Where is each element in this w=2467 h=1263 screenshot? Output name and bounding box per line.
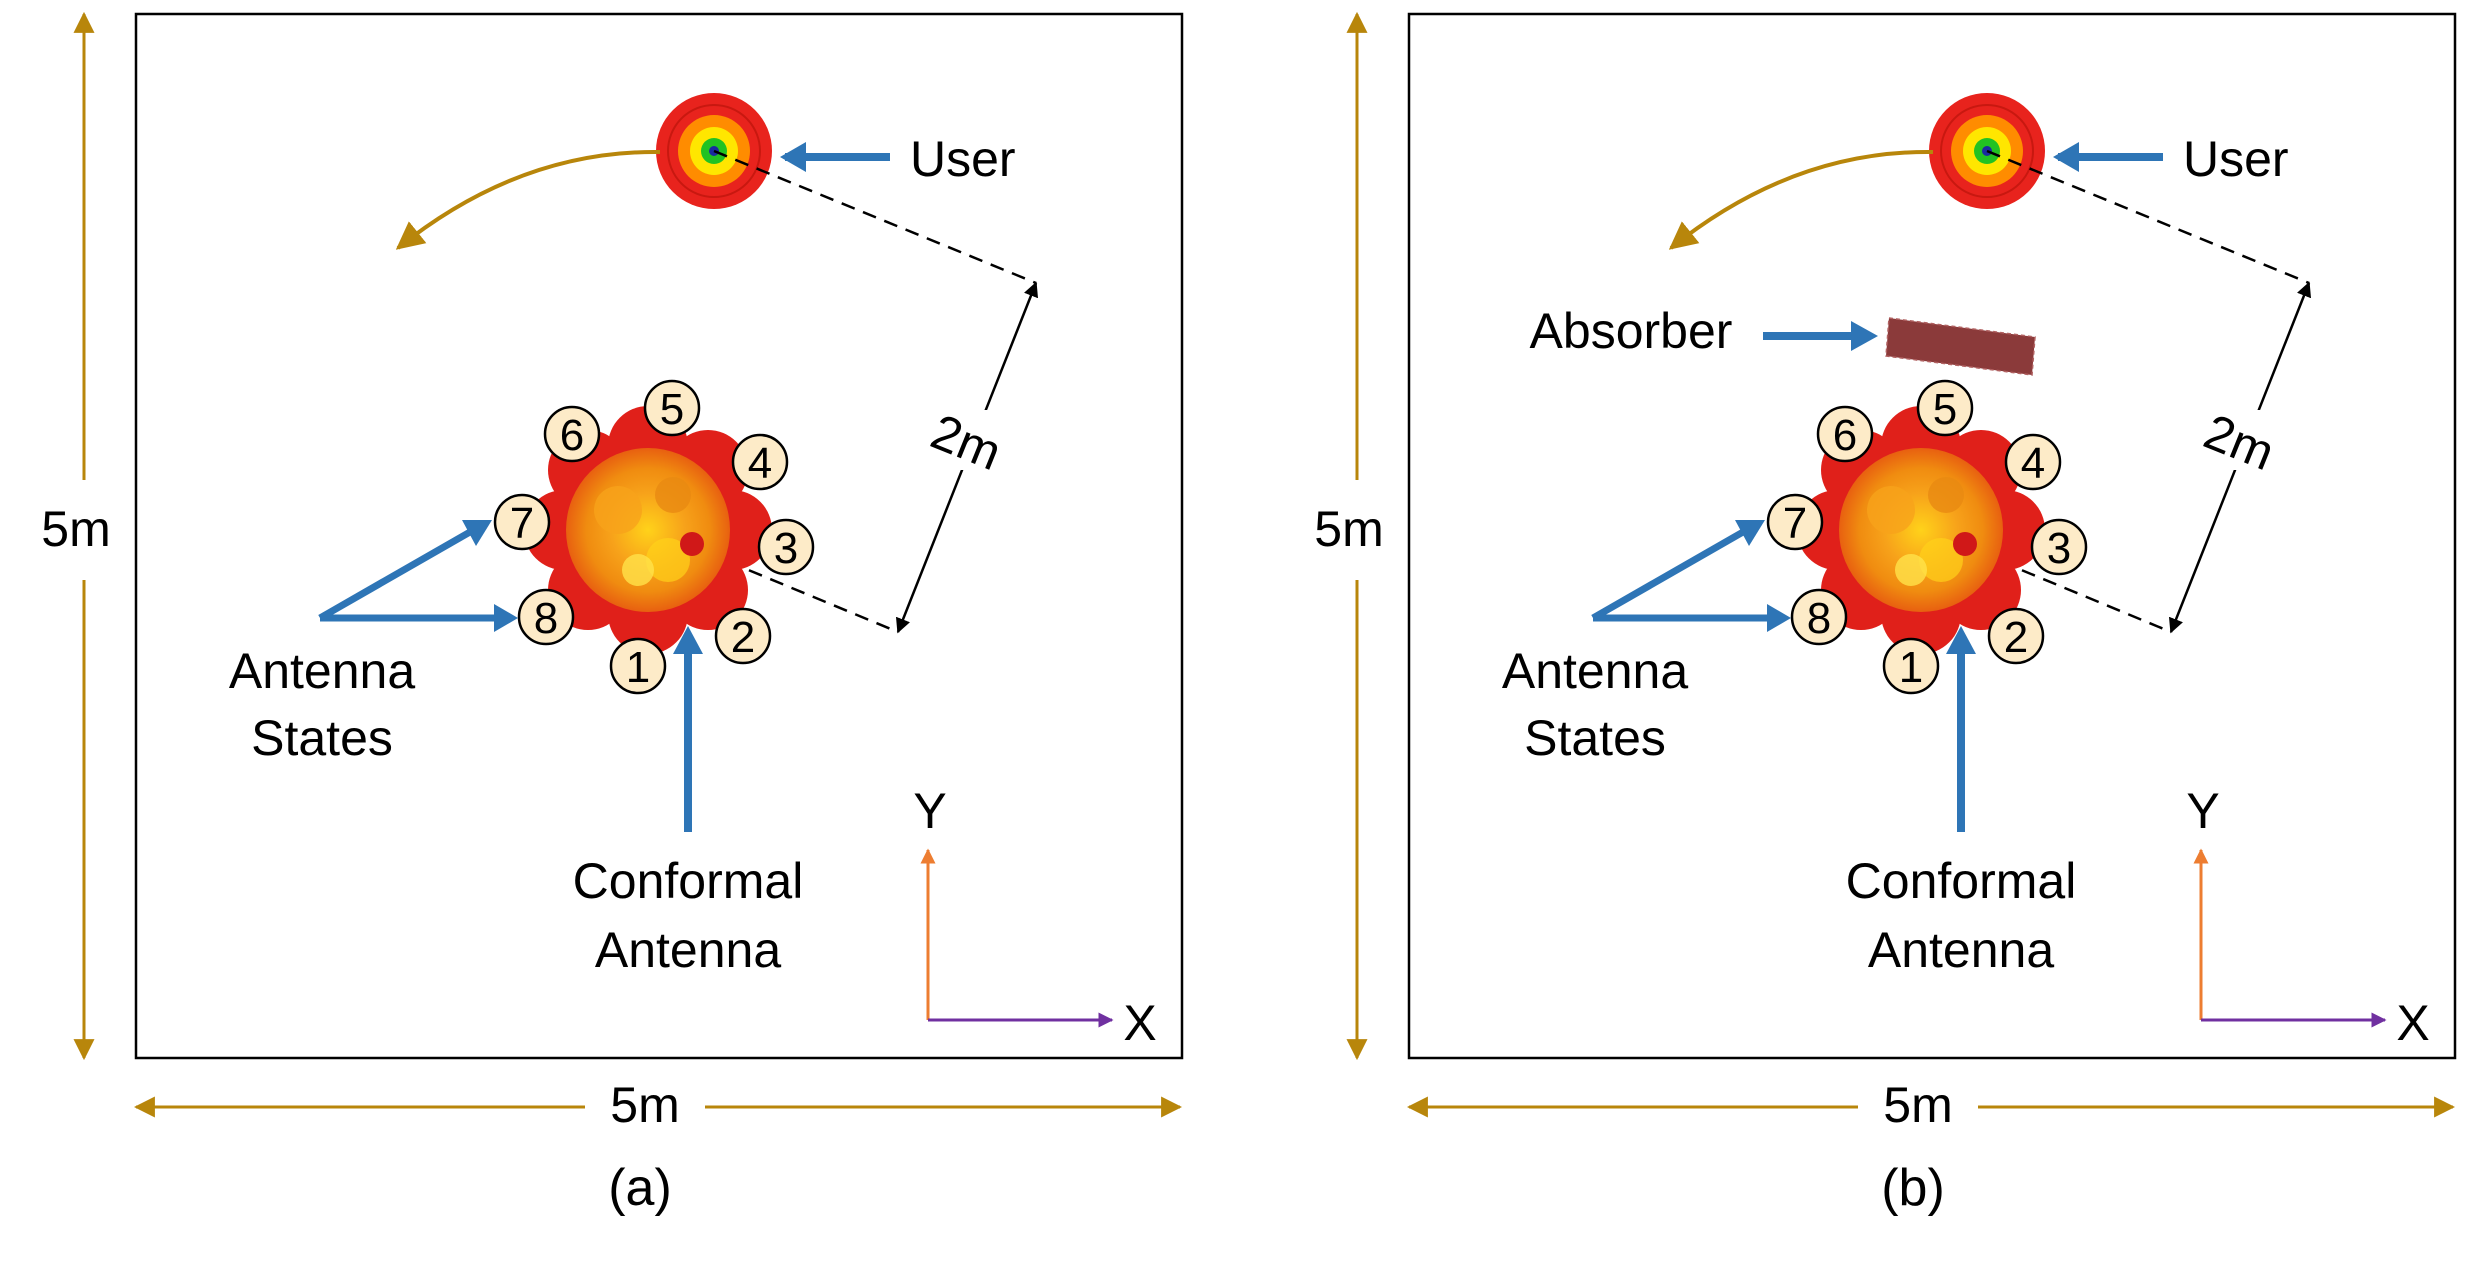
room-height-dimension: 5m (41, 11, 111, 1061)
svg-text:1: 1 (626, 643, 650, 692)
user-pointer-head (780, 142, 806, 172)
axis-y-label: Y (913, 783, 946, 839)
svg-text:7: 7 (510, 499, 534, 548)
absorber-pointer-head (1851, 321, 1878, 351)
state-1: 1 (1882, 637, 1940, 695)
axis-x-label: X (1123, 995, 1156, 1051)
panel-caption: (a) (608, 1159, 672, 1217)
room-width-label: 5m (610, 1077, 679, 1133)
antenna-states-label: Antenna (229, 643, 415, 699)
conformal-pointer-head (673, 626, 703, 654)
state-2: 2 (1987, 607, 2045, 665)
user-label: User (910, 131, 1016, 187)
state-5: 5 (643, 379, 701, 437)
antenna-states: 1 2 3 4 5 6 7 8 (493, 379, 815, 695)
state-4: 4 (731, 433, 789, 491)
user-label: User (2183, 131, 2289, 187)
axis-x-label: X (2396, 995, 2429, 1051)
coordinate-axes: Y X (913, 783, 1156, 1051)
antenna-pattern (1797, 406, 2045, 654)
room-width-dimension: 5m (133, 1077, 1183, 1133)
conformal-label-2: Antenna (1868, 922, 2054, 978)
panel-a: 5m 5m (a) User 2m (41, 11, 1184, 1217)
distance-guides: 2m (1936, 149, 2312, 634)
coordinate-axes: Y X (2186, 783, 2429, 1051)
conformal-label: Conformal (573, 853, 804, 909)
antenna-states-label: Antenna (1502, 643, 1688, 699)
svg-text:3: 3 (2047, 524, 2071, 573)
panel-caption: (b) (1881, 1159, 1945, 1217)
axis-y-label: Y (2186, 783, 2219, 839)
antenna-states: 1 2 3 4 5 6 7 8 (1766, 379, 2088, 695)
svg-text:6: 6 (560, 411, 584, 460)
state-1: 1 (609, 637, 667, 695)
room-width-label: 5m (1883, 1077, 1952, 1133)
svg-text:7: 7 (1783, 499, 1807, 548)
state-7: 7 (1766, 493, 1824, 551)
state-3: 3 (2030, 518, 2088, 576)
distance-guides: 2m (663, 149, 1039, 634)
state-5: 5 (1916, 379, 1974, 437)
panel-b: 5m 5m (b) User Absorber (1314, 11, 2457, 1217)
svg-text:1: 1 (1899, 643, 1923, 692)
room-boundary (1407, 12, 2457, 1060)
svg-text:6: 6 (1833, 411, 1857, 460)
svg-text:2: 2 (731, 613, 755, 662)
state-3: 3 (757, 518, 815, 576)
room-boundary (134, 12, 1184, 1060)
svg-text:8: 8 (534, 594, 558, 643)
state-7: 7 (493, 493, 551, 551)
absorber-label: Absorber (1530, 303, 1733, 359)
conformal-label-2: Antenna (595, 922, 781, 978)
user-pointer-head (2053, 142, 2079, 172)
svg-text:4: 4 (2021, 439, 2045, 488)
room-width-dimension: 5m (1406, 1077, 2456, 1133)
antenna-states-label-2: States (251, 710, 393, 766)
svg-text:2: 2 (2004, 613, 2028, 662)
state-6: 6 (1816, 405, 1874, 463)
room-height-label: 5m (1314, 501, 1383, 557)
state-8: 8 (517, 588, 575, 646)
conformal-label: Conformal (1846, 853, 2077, 909)
svg-text:8: 8 (1807, 594, 1831, 643)
antenna-states-label-2: States (1524, 710, 1666, 766)
svg-text:5: 5 (660, 385, 684, 434)
state-2: 2 (714, 607, 772, 665)
absorber-block (1885, 317, 2036, 376)
svg-text:4: 4 (748, 439, 772, 488)
room-height-label: 5m (41, 501, 110, 557)
state-6: 6 (543, 405, 601, 463)
state-8: 8 (1790, 588, 1848, 646)
antenna-states-pointers (1591, 520, 1791, 632)
svg-text:5: 5 (1933, 385, 1957, 434)
state-4: 4 (2004, 433, 2062, 491)
room-height-dimension: 5m (1314, 11, 1384, 1061)
conformal-pointer-head (1946, 626, 1976, 654)
svg-text:3: 3 (774, 524, 798, 573)
user-motion-arrow (1668, 149, 1934, 250)
user-motion-arrow (395, 149, 661, 250)
antenna-states-pointers (318, 520, 518, 632)
